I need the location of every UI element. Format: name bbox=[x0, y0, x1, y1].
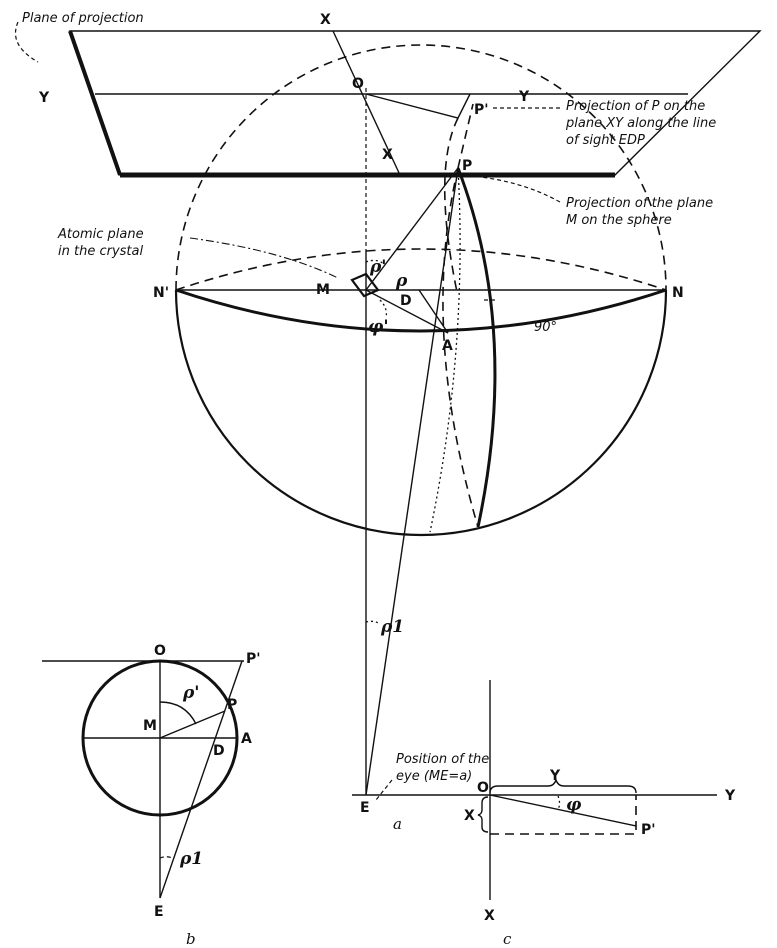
label-m-b: M bbox=[143, 718, 157, 734]
equator-back bbox=[175, 248, 667, 291]
y-brace bbox=[489, 777, 637, 794]
label-e-b: E bbox=[154, 904, 164, 920]
label-rho-prime: ρ' bbox=[369, 257, 387, 277]
panel-b: O P' P M D A E ρ' ρ1 b bbox=[42, 643, 261, 948]
label-p: P bbox=[462, 158, 472, 174]
x-brace bbox=[477, 796, 489, 833]
label-rho: ρ bbox=[395, 271, 408, 291]
great-circle-front bbox=[456, 167, 497, 528]
callout-eye-line1: Position of the bbox=[396, 752, 489, 767]
rho-prime-arc-b bbox=[159, 701, 197, 725]
line-of-sight bbox=[365, 167, 459, 796]
o-to-pprime bbox=[365, 93, 471, 119]
plane-x-axis bbox=[332, 30, 401, 176]
caption-c: c bbox=[503, 930, 512, 948]
callout-projection-of-plane-line2: M on the sphere bbox=[566, 213, 672, 228]
rho-prime-arc bbox=[365, 259, 385, 265]
callout-projection-of-p-line2: plane XY along the line bbox=[565, 116, 716, 131]
caption-a: a bbox=[393, 815, 402, 833]
rho1-arc-b bbox=[159, 856, 175, 860]
callout-eye-arrow bbox=[375, 779, 393, 801]
callout-eye-line2: eye (ME=a) bbox=[396, 769, 472, 784]
callout-atomic-plane-line1: Atomic plane bbox=[57, 227, 144, 242]
great-circle-dotted bbox=[429, 167, 461, 533]
radius-mp bbox=[365, 167, 459, 291]
label-n-prime: N' bbox=[153, 285, 169, 301]
callout-plane-arrow bbox=[14, 21, 39, 63]
label-y-right: Y bbox=[518, 89, 530, 105]
label-p-b: P bbox=[227, 697, 237, 713]
equator-front bbox=[175, 288, 667, 333]
sphere-outline-lower bbox=[174, 289, 668, 537]
dash-p-pprime bbox=[457, 103, 474, 169]
callout-projection-of-p-line1: Projection of P on the bbox=[566, 99, 705, 114]
great-circle-back bbox=[442, 167, 479, 528]
label-e: E bbox=[360, 800, 370, 816]
callout-projection-of-p-line3: of sight EDP bbox=[566, 133, 645, 148]
callout-atomic-plane-line2: in the crystal bbox=[58, 244, 143, 259]
plane-left-edge bbox=[68, 30, 122, 176]
label-ninety: 90° bbox=[534, 320, 557, 335]
atomic-plane bbox=[350, 272, 380, 298]
label-o-c: O bbox=[477, 780, 489, 796]
label-x-measure: X bbox=[464, 808, 475, 824]
label-p-prime-c: P' bbox=[641, 822, 656, 838]
callout-atomic-arrow bbox=[189, 237, 339, 279]
line-of-sight-b bbox=[159, 660, 243, 899]
callout-plane-of-projection: Plane of projection bbox=[22, 11, 144, 26]
panel-c: O Y X P' Y X φ c bbox=[352, 680, 736, 948]
label-m: M bbox=[316, 282, 330, 298]
label-a-b: A bbox=[241, 731, 252, 747]
label-n: N bbox=[672, 285, 684, 301]
caption-b: b bbox=[186, 930, 196, 948]
label-a: A bbox=[442, 338, 453, 354]
label-y-axis-c: Y bbox=[724, 788, 736, 804]
label-p-prime: P' bbox=[474, 102, 489, 118]
label-x-top: X bbox=[320, 12, 331, 28]
line-o-pprime-c bbox=[489, 794, 637, 827]
label-d: D bbox=[400, 293, 412, 309]
panel-a: X Y O P' Y X P N' M N D A E ρ' ρ φ' 90° … bbox=[14, 11, 762, 833]
callout-plane-m-arrow bbox=[469, 175, 561, 203]
label-rho1: ρ1 bbox=[380, 617, 404, 637]
phi-arc-c bbox=[557, 795, 561, 811]
label-x-axis-c: X bbox=[484, 908, 495, 924]
line-a-up bbox=[418, 289, 449, 334]
projection-rect-c bbox=[490, 795, 637, 835]
label-o: O bbox=[352, 76, 364, 92]
label-x-low: X bbox=[382, 147, 393, 163]
sphere-outline-upper bbox=[175, 44, 667, 291]
label-o-b: O bbox=[154, 643, 166, 659]
label-y-measure: Y bbox=[549, 768, 561, 784]
label-d-b: D bbox=[213, 743, 225, 759]
label-phi-prime: φ' bbox=[368, 317, 389, 337]
label-rho1-b: ρ1 bbox=[179, 849, 203, 869]
radius-mp-b bbox=[159, 710, 226, 739]
radius-ma bbox=[365, 289, 449, 334]
label-p-prime-b: P' bbox=[246, 651, 261, 667]
label-y-left: Y bbox=[38, 90, 50, 106]
label-phi-c: φ bbox=[566, 795, 582, 815]
label-rho-prime-b: ρ' bbox=[182, 683, 200, 703]
rho1-arc bbox=[365, 620, 381, 625]
phi-arc bbox=[379, 299, 388, 319]
callout-projection-of-plane-line1: Projection of the plane bbox=[566, 196, 713, 211]
